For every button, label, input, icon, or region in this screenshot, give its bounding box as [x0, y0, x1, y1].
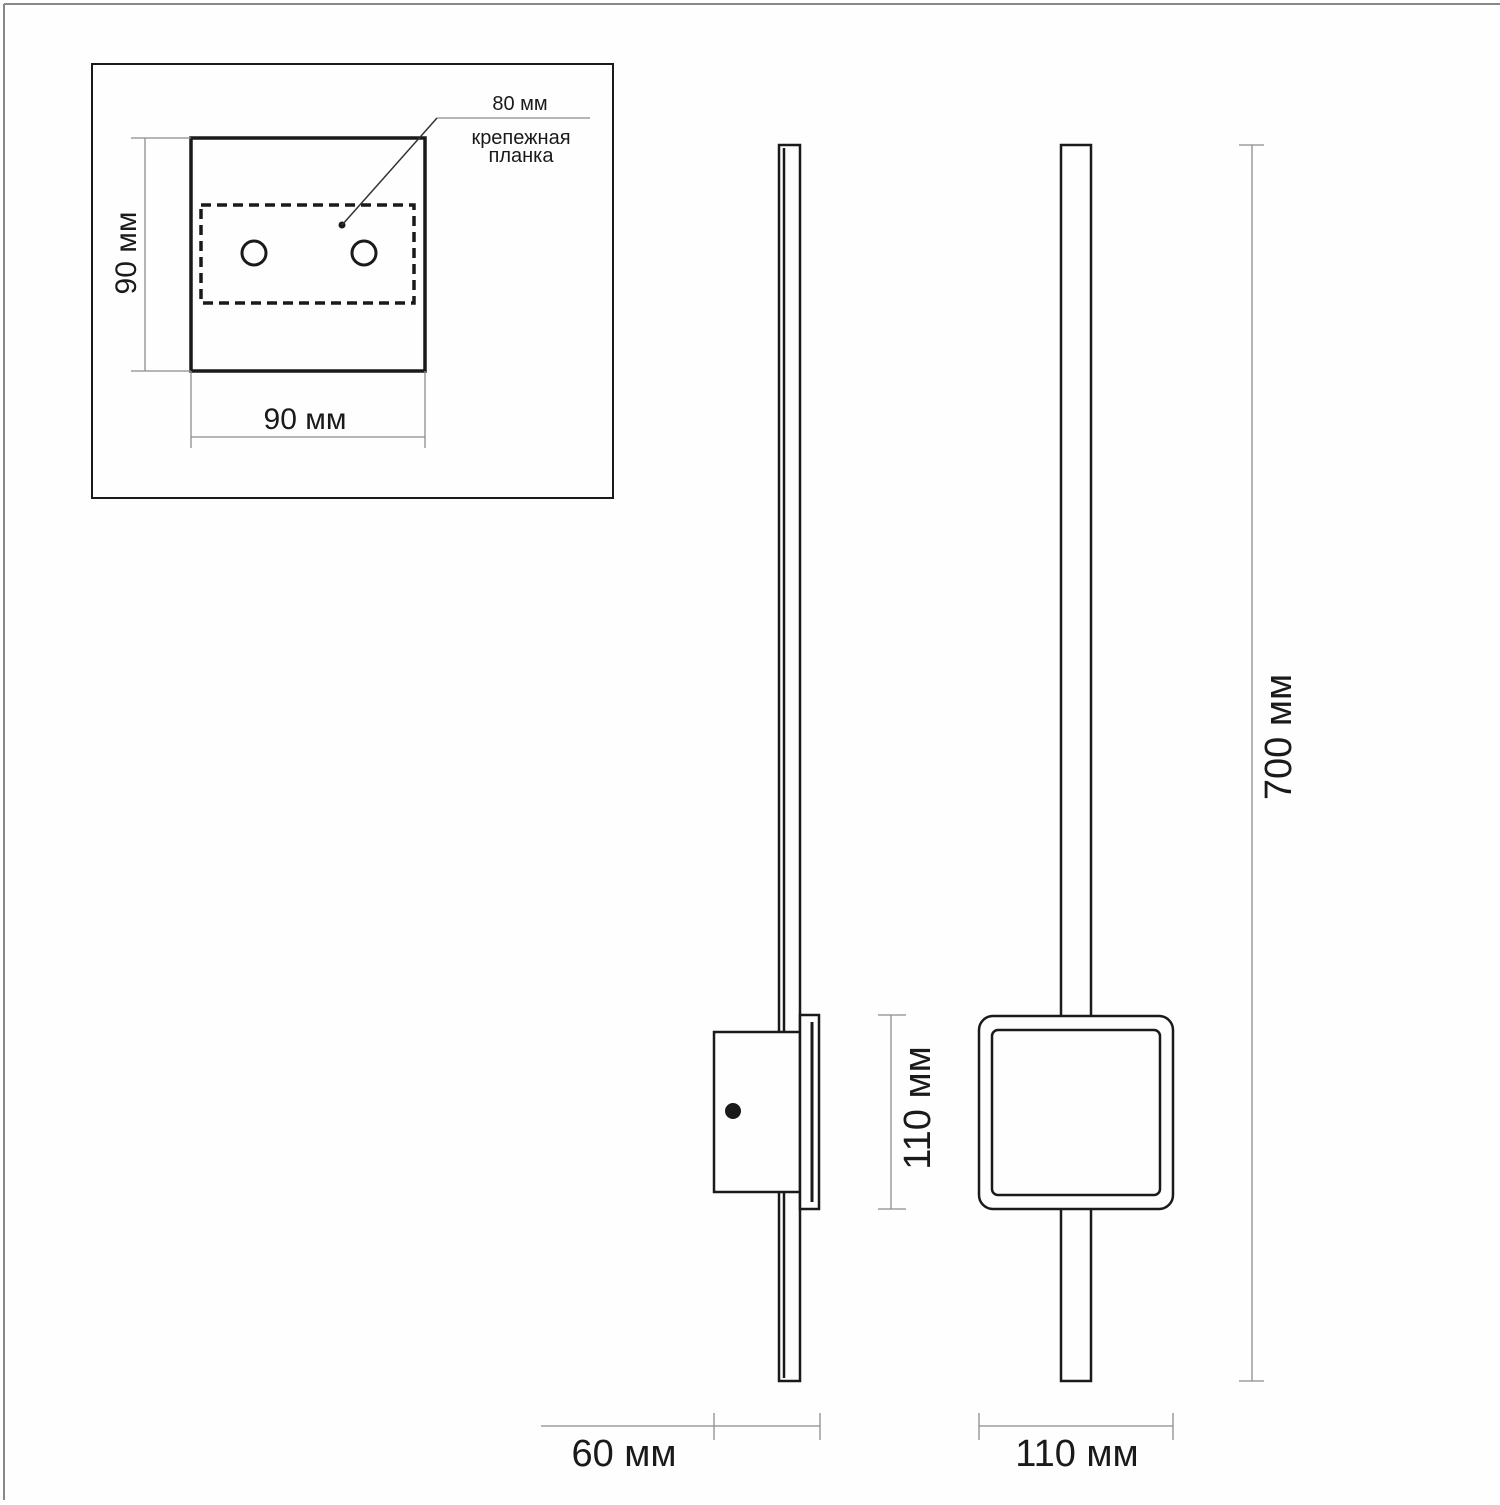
mounting-plate-inset: 80 мм крепежная планка 90 мм 90 мм: [91, 63, 614, 499]
mounting-bracket: [199, 203, 416, 305]
bracket-caption-line2: планка: [489, 145, 555, 167]
outer-frame: [3, 3, 1500, 1500]
screw-hole-right: [350, 239, 378, 267]
front-mount-inner: [990, 1028, 1162, 1197]
base-height-dimension: [878, 1014, 906, 1210]
total-height-dimension: [1239, 144, 1264, 1382]
side-view: 110 мм 60 мм: [541, 143, 939, 1475]
bracket-width-label: 80 мм: [492, 93, 547, 115]
depth-dimension: [541, 1413, 821, 1440]
base-width-label: 110 мм: [1015, 1433, 1138, 1475]
inset-frame: [91, 63, 614, 499]
wall-plate: [189, 136, 427, 373]
side-wall-plate: [798, 1013, 821, 1211]
front-view: 700 мм 110 мм: [977, 143, 1300, 1475]
depth-label: 60 мм: [571, 1433, 676, 1475]
base-width-dimension: [978, 1413, 1174, 1440]
total-height-label: 700 мм: [1258, 674, 1300, 800]
plate-height-dimension: [131, 137, 191, 372]
bracket-leader: [338, 117, 590, 229]
side-light-bar: [777, 143, 802, 1383]
plate-width-label: 90 мм: [264, 403, 347, 436]
bracket-caption-line1: крепежная: [471, 127, 570, 149]
base-height-label: 110 мм: [897, 1046, 939, 1169]
plate-height-label: 90 мм: [110, 212, 143, 295]
plate-width-dimension: [190, 371, 426, 448]
screw-hole-left: [240, 239, 268, 267]
side-screw-icon: [725, 1103, 741, 1119]
